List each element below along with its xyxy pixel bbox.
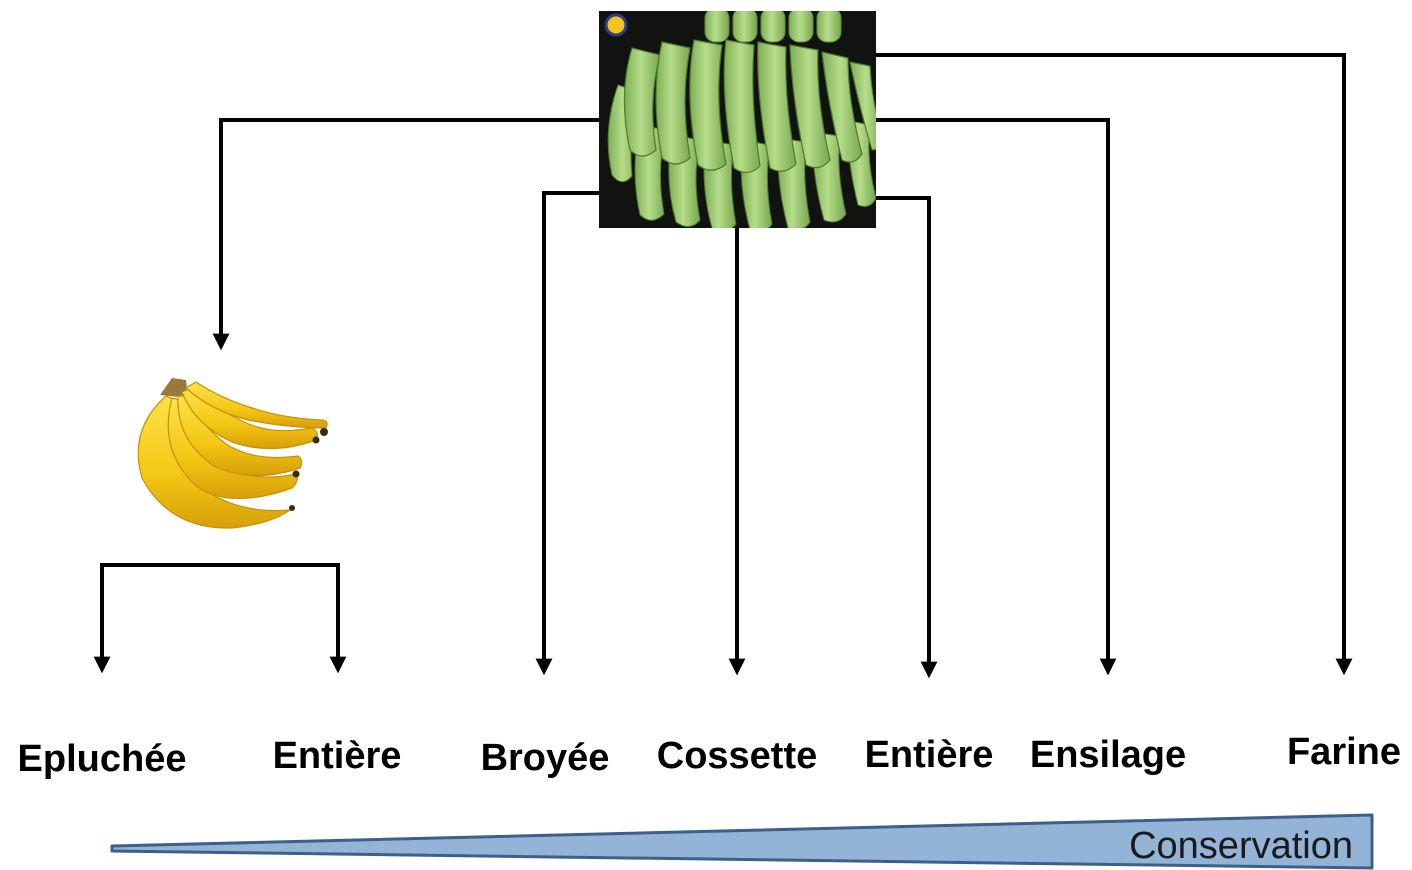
green-plantain-bunch-photo	[599, 11, 876, 228]
arrow-to-entiere-green	[876, 196, 938, 679]
connectors	[93, 53, 1353, 679]
conservation-label: Conservation	[1129, 825, 1353, 867]
label-entiere-ripe: Entière	[273, 735, 402, 777]
output-labels: Epluchée Entière Broyée Cossette Entière…	[18, 731, 1402, 780]
label-ensilage: Ensilage	[1030, 734, 1186, 776]
arrow-to-ripe-bunch	[212, 118, 600, 351]
arrow-to-ensilage	[876, 118, 1117, 676]
label-entiere-green: Entière	[865, 734, 994, 776]
conservation-scale: Conservation	[110, 813, 1374, 870]
label-cossette: Cossette	[657, 735, 818, 777]
arrow-to-epluchee	[93, 563, 220, 674]
conservation-wedge	[110, 813, 1374, 870]
arrow-to-entiere-ripe	[220, 563, 347, 674]
arrow-to-farine	[876, 53, 1353, 676]
label-broyee: Broyée	[481, 737, 610, 779]
label-farine: Farine	[1287, 731, 1401, 773]
ripe-banana-bunch-photo	[137, 378, 328, 529]
arrow-to-broyee	[535, 191, 600, 676]
label-epluchee: Epluchée	[18, 738, 187, 780]
